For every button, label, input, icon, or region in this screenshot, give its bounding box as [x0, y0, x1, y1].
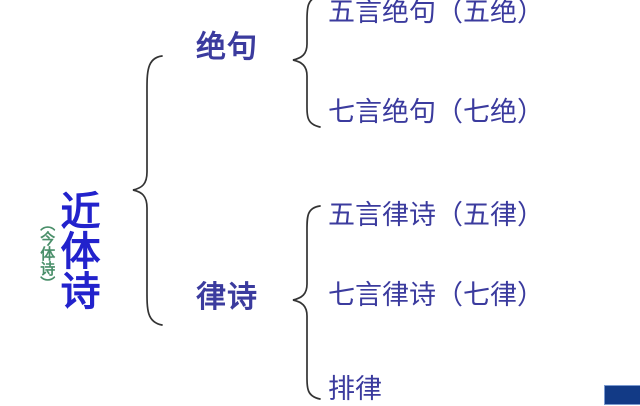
main-brace: [132, 55, 163, 326]
branch-label-jueju: 绝句: [196, 31, 258, 64]
lvshi-brace: [292, 205, 321, 400]
leaf-qiyan-jueju: 七言绝句（七绝）: [328, 97, 544, 127]
branch-label-lvshi: 律诗: [196, 281, 258, 314]
leaf-qiyan-lvshi: 七言律诗（七律）: [328, 280, 544, 310]
root-alt-label: （今体诗）: [38, 215, 55, 291]
root-node: （今体诗） 近体诗: [38, 155, 128, 345]
leaf-pailv: 排律: [328, 374, 382, 404]
corner-accent-block: [604, 385, 640, 405]
leaf-wuyan-lvshi: 五言律诗（五律）: [328, 200, 544, 230]
leaf-wuyan-jueju: 五言绝句（五绝）: [328, 0, 544, 27]
root-main-label: 近体诗: [54, 190, 100, 310]
jueju-brace: [292, 0, 321, 128]
